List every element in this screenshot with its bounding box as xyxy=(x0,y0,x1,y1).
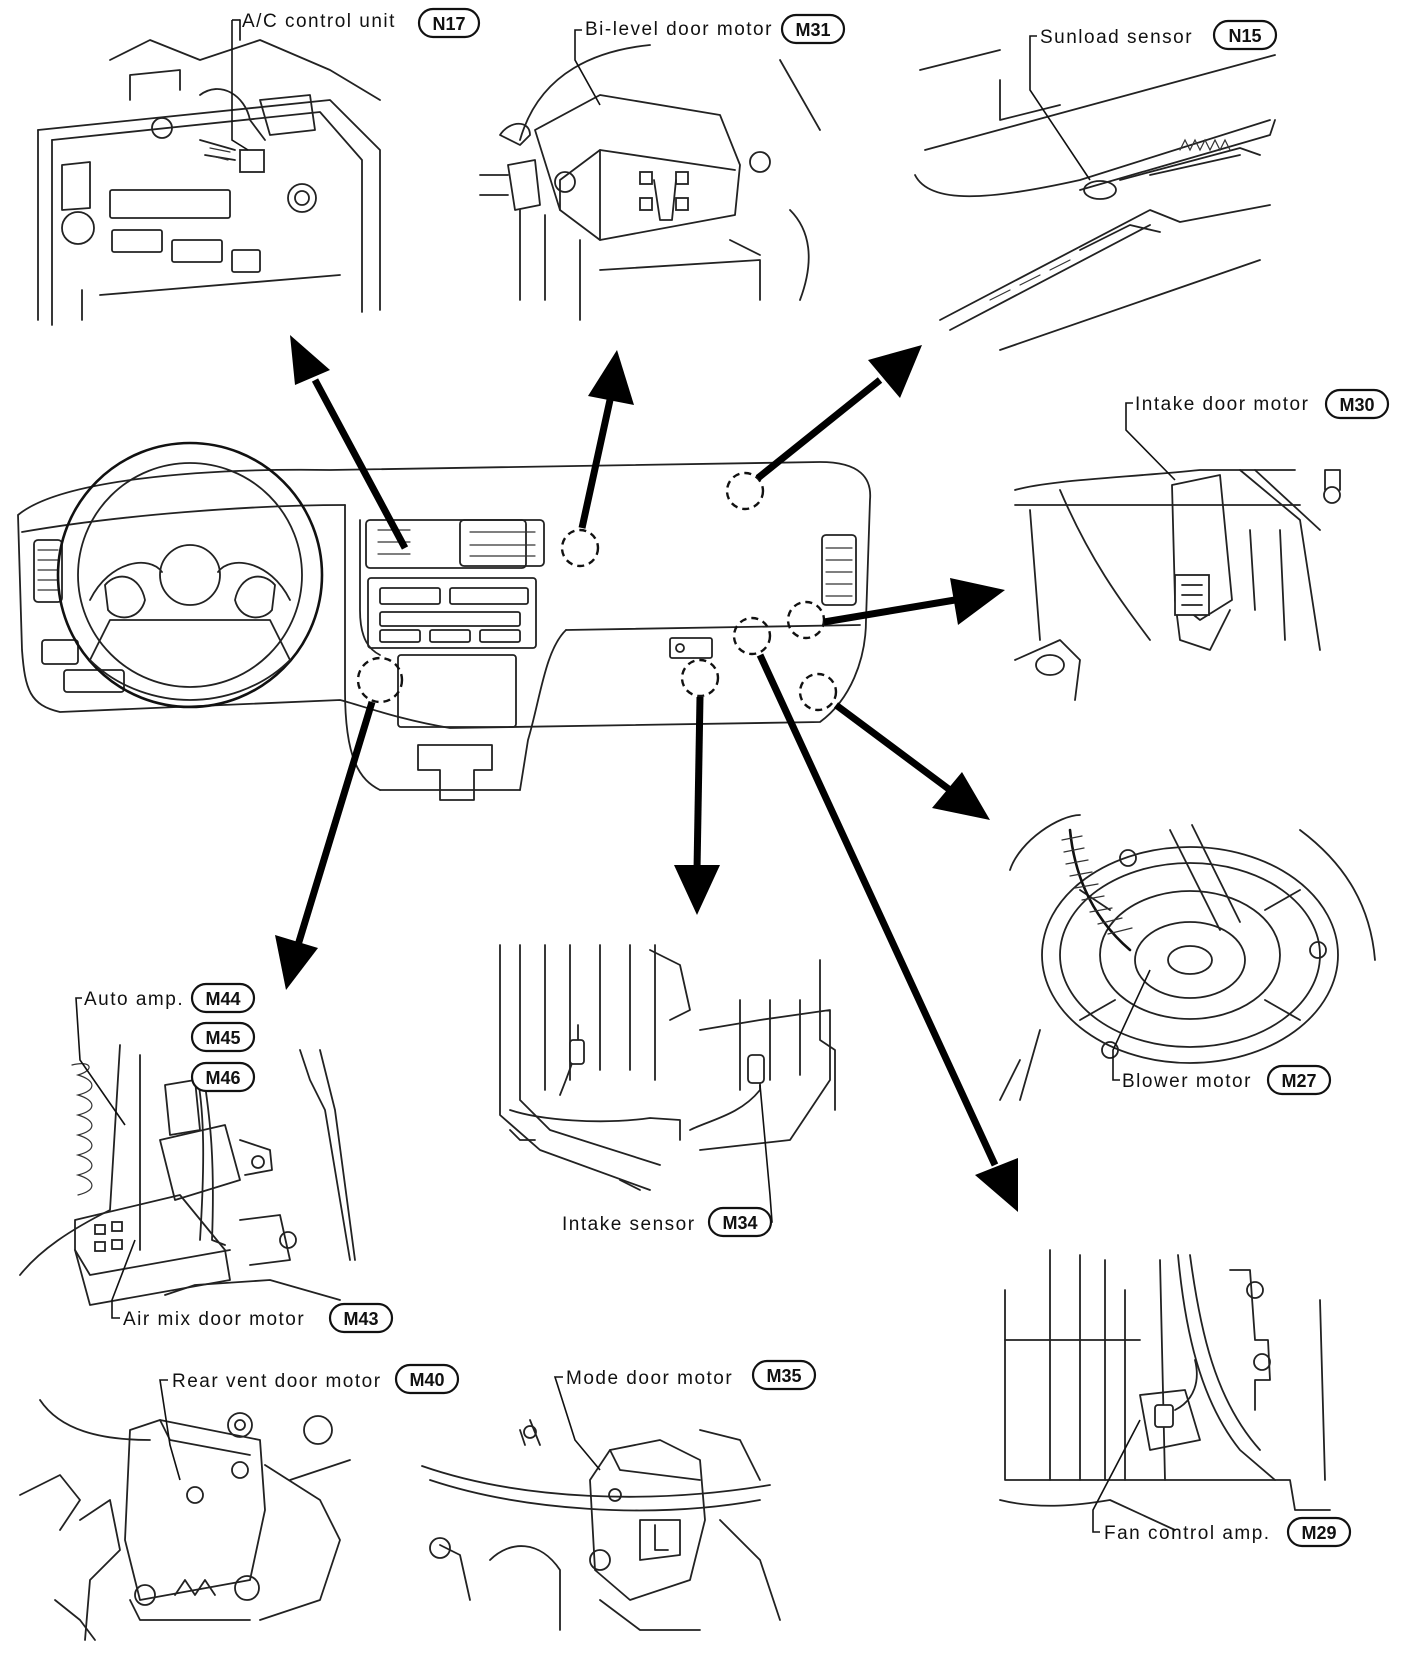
auto-amp-code-3: M46 xyxy=(205,1068,240,1088)
arrow-head-sunload-sensor xyxy=(868,345,922,398)
auto-amp-code-2: M45 xyxy=(205,1028,240,1048)
panel-mode-door-motor: Mode door motor M35 xyxy=(421,1359,817,1631)
arrow-head-bi-level-door-motor xyxy=(588,350,634,405)
intake-door-motor-code: M30 xyxy=(1339,395,1374,415)
panel-rear-vent-door-motor: Rear vent door motor M40 xyxy=(19,1363,460,1641)
mode-door-motor-label: Mode door motor xyxy=(566,1368,733,1389)
bi-level-door-motor-label: Bi-level door motor xyxy=(585,19,773,40)
panel-intake-sensor: Intake sensor M34 xyxy=(499,944,836,1238)
arrow-to-fan-control-amp xyxy=(756,653,999,1167)
instrument-panel-drawing xyxy=(17,441,872,801)
panel-fan-control-amp: Fan control amp. M29 xyxy=(999,1249,1352,1548)
arrow-head-intake-door-motor xyxy=(950,578,1005,625)
intake-sensor-code: M34 xyxy=(722,1213,757,1233)
arrow-to-intake-door-motor xyxy=(823,596,956,626)
bi-level-door-motor-code: M31 xyxy=(795,20,830,40)
arrow-head-ac-control-unit xyxy=(290,335,330,385)
arrow-head-fan-control-amp xyxy=(975,1158,1018,1212)
intake-door-motor-label: Intake door motor xyxy=(1135,394,1309,415)
panel-intake-door-motor: Intake door motor M30 xyxy=(1014,388,1390,701)
rear-vent-door-motor-code: M40 xyxy=(409,1370,444,1390)
auto-amp-label: Auto amp. xyxy=(84,989,184,1010)
air-mix-door-motor-label: Air mix door motor xyxy=(123,1309,305,1330)
arrow-to-ac-control-unit xyxy=(311,378,409,550)
intake-sensor-label: Intake sensor xyxy=(562,1214,696,1235)
arrow-head-blower-motor xyxy=(932,772,990,820)
panel-sunload-sensor: Sunload sensor N15 xyxy=(914,19,1278,351)
blower-motor-code: M27 xyxy=(1281,1071,1316,1091)
auto-amp-code-1: M44 xyxy=(205,989,240,1009)
panel-ac-control-unit: A/C control unit N17 xyxy=(37,7,481,326)
arrow-to-auto-amp xyxy=(294,700,376,947)
sunload-sensor-label: Sunload sensor xyxy=(1040,27,1193,48)
air-mix-door-motor-code: M43 xyxy=(343,1309,378,1329)
panel-auto-amp: Auto amp. M44 M45 M46 Air mix door motor… xyxy=(19,982,394,1334)
arrow-to-bi-level-door-motor xyxy=(578,399,614,529)
mode-door-motor-code: M35 xyxy=(766,1366,801,1386)
fan-control-amp-code: M29 xyxy=(1301,1523,1336,1543)
panel-blower-motor: Blower motor M27 xyxy=(999,814,1376,1101)
rear-vent-door-motor-label: Rear vent door motor xyxy=(172,1371,382,1392)
arrow-to-blower-motor xyxy=(833,702,953,793)
arrow-to-intake-sensor xyxy=(693,696,704,871)
arrow-head-intake-sensor xyxy=(674,865,720,915)
panel-bi-level-door-motor: Bi-level door motor M31 xyxy=(479,13,846,321)
arrow-head-auto-amp xyxy=(275,935,318,990)
sunload-sensor-code: N15 xyxy=(1228,26,1261,46)
location-arrows xyxy=(275,335,1018,1212)
ac-control-unit-code: N17 xyxy=(432,14,465,34)
fan-control-amp-label: Fan control amp. xyxy=(1104,1523,1271,1544)
arrow-to-sunload-sensor xyxy=(755,377,883,481)
ac-control-unit-label: A/C control unit xyxy=(242,11,396,32)
blower-motor-label: Blower motor xyxy=(1122,1071,1252,1092)
